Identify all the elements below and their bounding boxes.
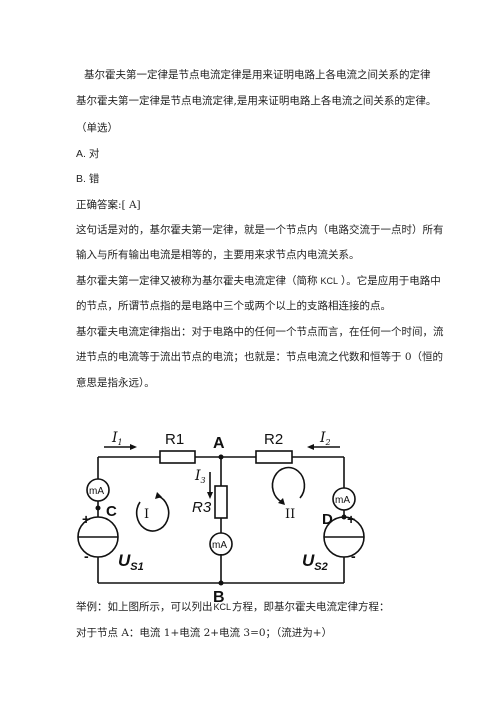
label-loop-2: II <box>285 507 295 522</box>
explanation-p3-l1: 基尔霍夫电流定律指出：对于电路中的任何一个节点而言，在任何一个时间，流 <box>76 326 444 338</box>
kcl-term: KCL <box>320 276 339 286</box>
option-a: A. 对 <box>76 148 100 160</box>
label-plus-right: + <box>347 511 355 527</box>
label-meter-right: mA <box>335 495 350 506</box>
explanation-p3-l2: 进节点的电流等于流出节点的电流；也就是：节点电流之代数和恒等于 0（恒的 <box>76 351 444 363</box>
label-i2: I2 <box>319 430 331 447</box>
example-l1-c: 方程，即基尔霍夫电流定律方程： <box>232 601 390 613</box>
question-title: 基尔霍夫第一定律是节点电流定律是用来证明电路上各电流之间关系的定律 <box>84 69 431 81</box>
label-minus-left: - <box>84 548 89 564</box>
label-meter-left: mA <box>89 486 104 497</box>
circuit-diagram: A B C D R1 R2 R3 mA mA mA + - + - US1 US… <box>77 430 365 606</box>
explanation-p2-l1-a: 基尔霍夫第一定律又被称为基尔霍夫电流定律（简称 <box>76 275 318 287</box>
label-node-a: A <box>213 435 225 452</box>
label-plus-left: + <box>82 511 90 527</box>
question-type: （单选） <box>76 122 118 134</box>
label-node-d: D <box>322 511 333 528</box>
ammeter-middle <box>209 532 233 556</box>
resistor-r2 <box>255 450 293 464</box>
explanation-p2-l1-c: ）。它是应用于电路中 <box>341 275 441 287</box>
explanation-p1-l1: 这句话是对的，基尔霍夫第一定律，就是一个节点内（电路交流于一点时）所有 <box>76 224 444 236</box>
example-l2: 对于节点 A：电流 1+电流 2+电流 3=0；（流进为+） <box>76 627 333 639</box>
resistor-r3 <box>214 485 228 519</box>
label-us1: US1 <box>118 551 144 573</box>
resistor-r1 <box>159 450 196 464</box>
kcl-term-2: KCL <box>213 602 232 612</box>
example-l1: 举例：如上图所示，可以列出KCL方程，即基尔霍夫电流定律方程： <box>76 600 390 614</box>
answer: 正确答案:[ A] <box>76 199 141 211</box>
label-us2: US2 <box>302 551 328 573</box>
label-meter-middle: mA <box>212 540 227 551</box>
label-loop-1: I <box>144 507 149 522</box>
label-node-b: B <box>213 589 225 606</box>
label-node-c: C <box>106 503 117 520</box>
ammeter-left <box>86 478 110 502</box>
label-r1: R1 <box>165 431 184 448</box>
explanation-p2-l2: 的节点，所谓节点指的是电路中三个或两个以上的支路相连接的点。 <box>76 300 391 312</box>
label-minus-right: - <box>351 548 356 564</box>
label-r3: R3 <box>192 499 212 516</box>
label-i3: I3 <box>194 468 206 485</box>
explanation-p1-l2: 输入与所有输出电流是相等的，主要用来求节点内电流关系。 <box>76 249 360 261</box>
ammeter-right <box>332 487 356 511</box>
explanation-p3-l3: 意思是指永远）。 <box>76 377 155 389</box>
example-l1-a: 举例：如上图所示，可以列出 <box>76 601 213 613</box>
question-stem: 基尔霍夫第一定律是节点电流定律,是用来证明电路上各电流之间关系的定律。 <box>76 95 437 107</box>
label-r2: R2 <box>264 431 283 448</box>
option-b: B. 错 <box>76 173 100 185</box>
label-i1: I1 <box>111 430 123 447</box>
